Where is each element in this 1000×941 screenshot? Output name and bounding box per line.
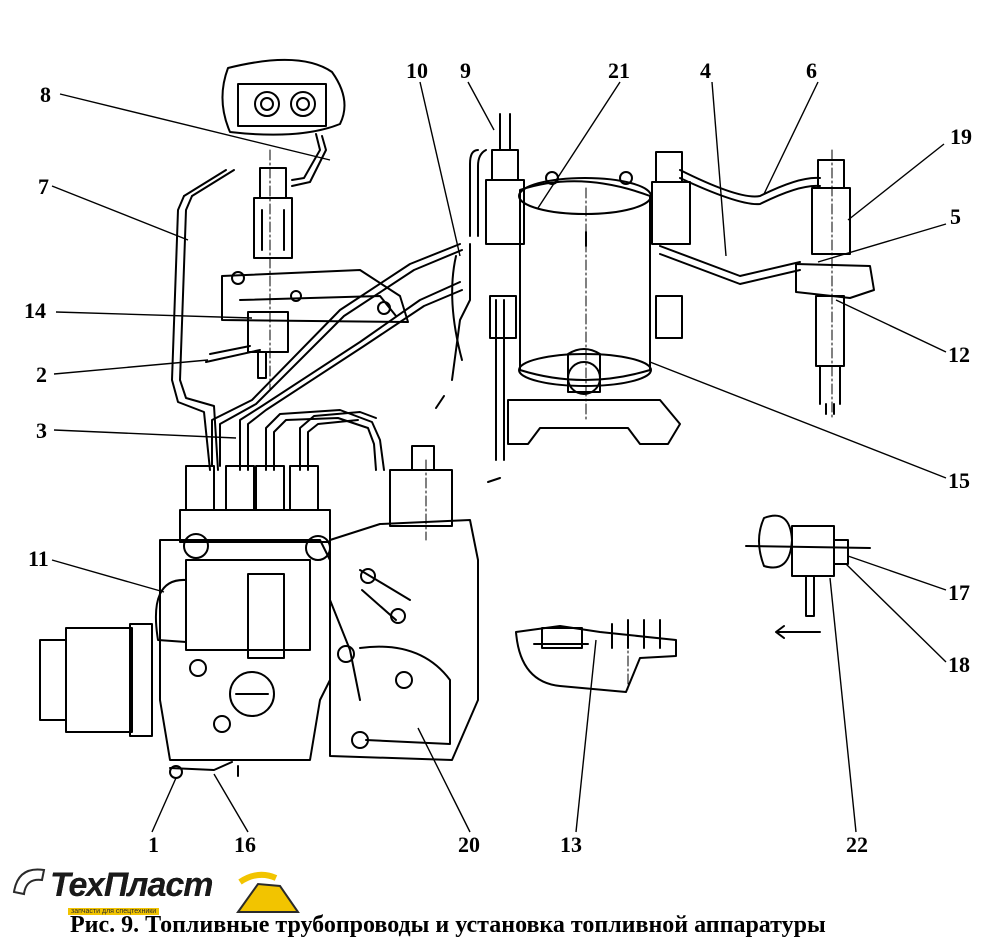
fuel-pipes-bundle bbox=[171, 133, 463, 471]
callout-5: 5 bbox=[950, 204, 961, 229]
callout-9: 9 bbox=[460, 58, 471, 83]
callout-21: 21 bbox=[608, 58, 630, 83]
callout-22: 22 bbox=[846, 832, 868, 857]
callout-2: 2 bbox=[36, 362, 47, 387]
callout-8: 8 bbox=[40, 82, 51, 107]
injection-pump-head bbox=[179, 465, 331, 561]
centerlines bbox=[269, 149, 833, 691]
callout-13: 13 bbox=[560, 832, 582, 857]
detail-bracket-13 bbox=[515, 619, 677, 693]
callout-19: 19 bbox=[950, 124, 972, 149]
flow-arrows bbox=[237, 395, 821, 777]
filter-bracket-left bbox=[221, 269, 409, 323]
callout-18: 18 bbox=[948, 652, 970, 677]
leader-lines bbox=[51, 81, 947, 833]
callout-6: 6 bbox=[806, 58, 817, 83]
callout-7: 7 bbox=[38, 174, 49, 199]
governor-housing bbox=[329, 445, 479, 761]
logo-wordmark: ТехПласт bbox=[50, 866, 213, 904]
callout-12: 12 bbox=[948, 342, 970, 367]
callout-3: 3 bbox=[36, 418, 47, 443]
callout-1: 1 bbox=[148, 832, 159, 857]
injector-left bbox=[247, 167, 293, 379]
injector-right bbox=[659, 159, 875, 415]
callout-4: 4 bbox=[700, 58, 711, 83]
techplast-logo: ТехПласт запчасти для спецтехники bbox=[8, 862, 308, 932]
callout-20: 20 bbox=[458, 832, 480, 857]
callout-11: 11 bbox=[28, 546, 49, 571]
callout-15: 15 bbox=[948, 468, 970, 493]
callout-16: 16 bbox=[234, 832, 256, 857]
callout-labels: 1 2 3 4 5 6 7 8 9 10 11 12 13 14 15 16 1… bbox=[24, 58, 972, 857]
logo-excavator-icon bbox=[12, 868, 300, 913]
callout-14: 14 bbox=[24, 298, 46, 323]
detail-valve-17 bbox=[745, 514, 871, 617]
injection-pump-body bbox=[39, 539, 331, 779]
logo-tagline: запчасти для спецтехники bbox=[68, 908, 160, 915]
callout-17: 17 bbox=[948, 580, 970, 605]
injector-central-pair bbox=[451, 113, 691, 381]
callout-10: 10 bbox=[406, 58, 428, 83]
figure-caption: Рис. 9. Топливные трубопроводы и установ… bbox=[70, 912, 826, 938]
detail-bubble-fittings bbox=[221, 58, 346, 136]
